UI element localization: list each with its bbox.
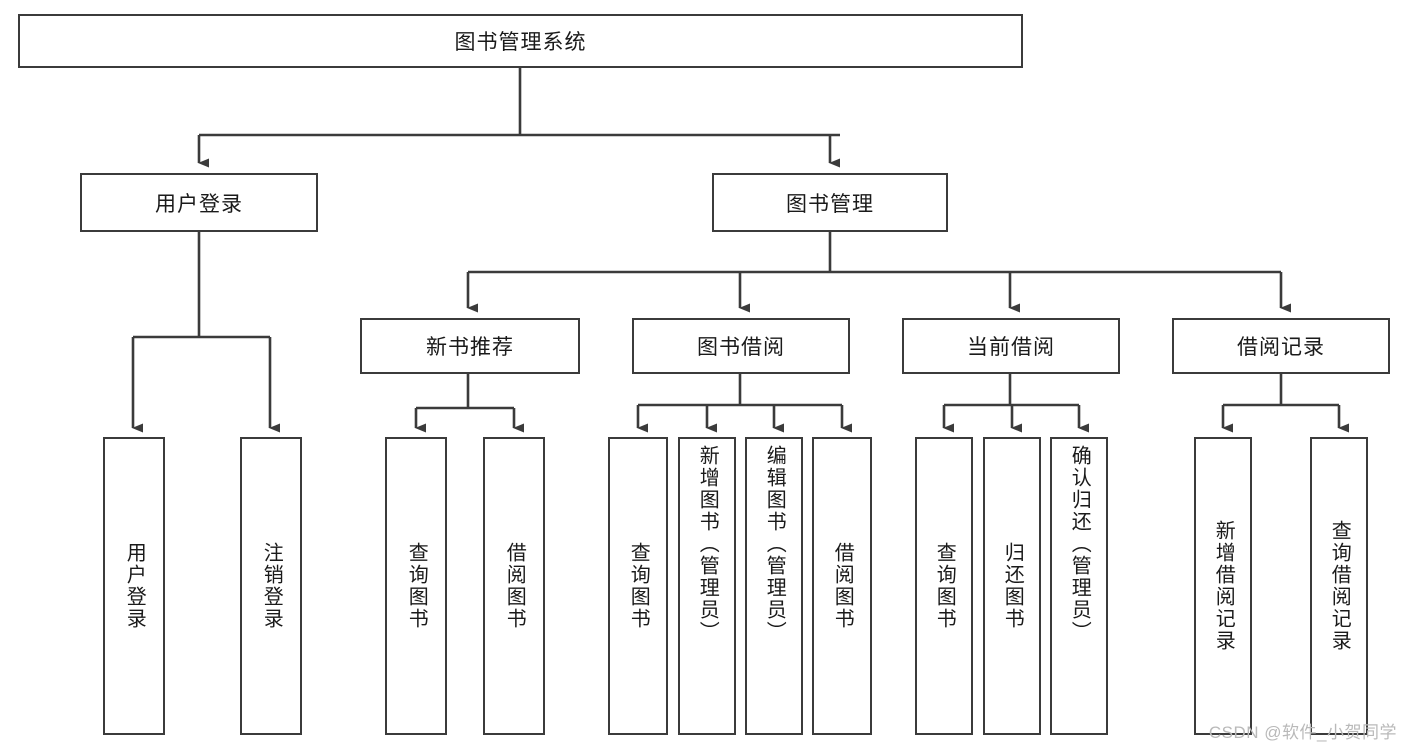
node-label: 确认归还（管理员） [1068, 445, 1091, 643]
node-label: 归还图书 [1001, 542, 1024, 630]
node-leaf-1[interactable]: 注销登录 [240, 437, 302, 735]
node-label: 用户登录 [123, 542, 146, 630]
node-level3-0[interactable]: 新书推荐 [360, 318, 580, 374]
node-level3-3[interactable]: 借阅记录 [1172, 318, 1390, 374]
node-level2-0[interactable]: 用户登录 [80, 173, 318, 232]
node-label: 新书推荐 [426, 336, 514, 359]
node-label: 注销登录 [260, 542, 283, 630]
csdn-watermark: CSDN @软件_小贺同学 [1208, 723, 1397, 742]
node-label: 新增借阅记录 [1212, 520, 1235, 652]
node-label: 当前借阅 [967, 336, 1055, 359]
node-label: 新增图书（管理员） [696, 445, 719, 643]
node-label: 查询图书 [933, 542, 956, 630]
node-label: 借阅记录 [1237, 336, 1325, 359]
node-leaf-5[interactable]: 新增图书（管理员） [678, 437, 736, 735]
node-label: 用户登录 [155, 192, 243, 216]
node-label: 查询借阅记录 [1328, 520, 1351, 652]
node-leaf-6[interactable]: 编辑图书（管理员） [745, 437, 803, 735]
node-leaf-10[interactable]: 确认归还（管理员） [1050, 437, 1108, 735]
node-root-图书管理系统[interactable]: 图书管理系统 [18, 14, 1023, 68]
node-label: 查询图书 [405, 542, 428, 630]
node-label: 图书管理 [786, 192, 874, 216]
node-label: 编辑图书（管理员） [763, 445, 786, 643]
node-leaf-11[interactable]: 新增借阅记录 [1194, 437, 1252, 735]
node-leaf-4[interactable]: 查询图书 [608, 437, 668, 735]
node-leaf-2[interactable]: 查询图书 [385, 437, 447, 735]
node-leaf-0[interactable]: 用户登录 [103, 437, 165, 735]
node-label: 借阅图书 [503, 542, 526, 630]
node-label: 图书管理系统 [454, 31, 587, 54]
node-label: 图书借阅 [697, 336, 785, 359]
node-level3-1[interactable]: 图书借阅 [632, 318, 850, 374]
node-leaf-9[interactable]: 归还图书 [983, 437, 1041, 735]
node-leaf-8[interactable]: 查询图书 [915, 437, 973, 735]
node-leaf-3[interactable]: 借阅图书 [483, 437, 545, 735]
node-leaf-12[interactable]: 查询借阅记录 [1310, 437, 1368, 735]
node-level2-1[interactable]: 图书管理 [712, 173, 948, 232]
node-label: 查询图书 [627, 542, 650, 630]
node-level3-2[interactable]: 当前借阅 [902, 318, 1120, 374]
node-leaf-7[interactable]: 借阅图书 [812, 437, 872, 735]
node-label: 借阅图书 [831, 542, 854, 630]
